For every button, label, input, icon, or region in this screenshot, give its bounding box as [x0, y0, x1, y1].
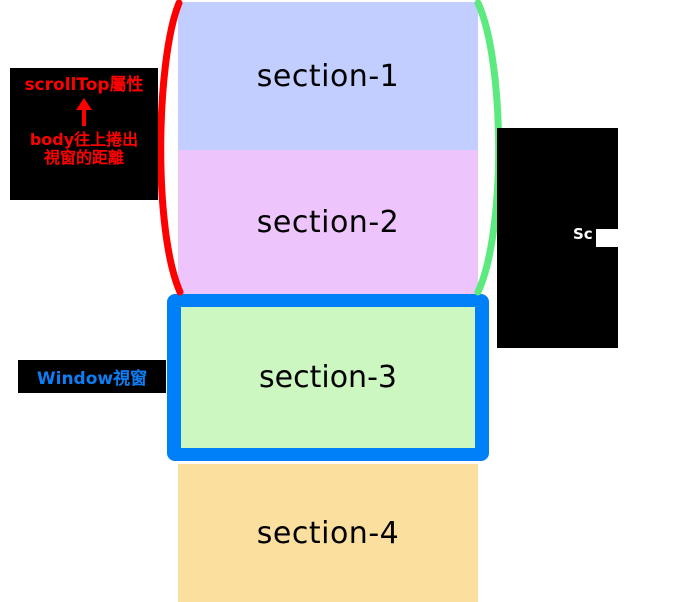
section-2-label: section-2 [256, 204, 400, 240]
scrolltop-title: scrollTop屬性 [24, 75, 144, 95]
section-3-label: section-3 [259, 360, 397, 395]
section-4-label: section-4 [256, 515, 400, 551]
section-3-block: section-3 [181, 307, 475, 448]
scrollheight-annotation-label: Sc [573, 225, 593, 243]
scrollheight-label-occluder [596, 229, 668, 247]
right-green-brace-icon [474, 0, 503, 296]
section-1-block: section-1 [178, 2, 478, 150]
scrolltop-description: body往上捲出 視窗的距離 [29, 129, 139, 168]
scrolltop-annotation: scrollTop屬性 body往上捲出 視窗的距離 [10, 68, 158, 200]
up-arrow-icon [76, 97, 92, 126]
window-viewport-frame: section-3 [167, 294, 489, 461]
section-2-block: section-2 [178, 150, 478, 294]
scrolltop-description-line-1: body往上捲出 [29, 129, 139, 149]
window-annotation: Window視窗 [18, 360, 166, 393]
window-annotation-label: Window視窗 [36, 369, 148, 389]
section-1-label: section-1 [256, 58, 400, 94]
section-4-block: section-4 [178, 464, 478, 602]
scrolltop-description-line-2: 視窗的距離 [43, 148, 124, 168]
